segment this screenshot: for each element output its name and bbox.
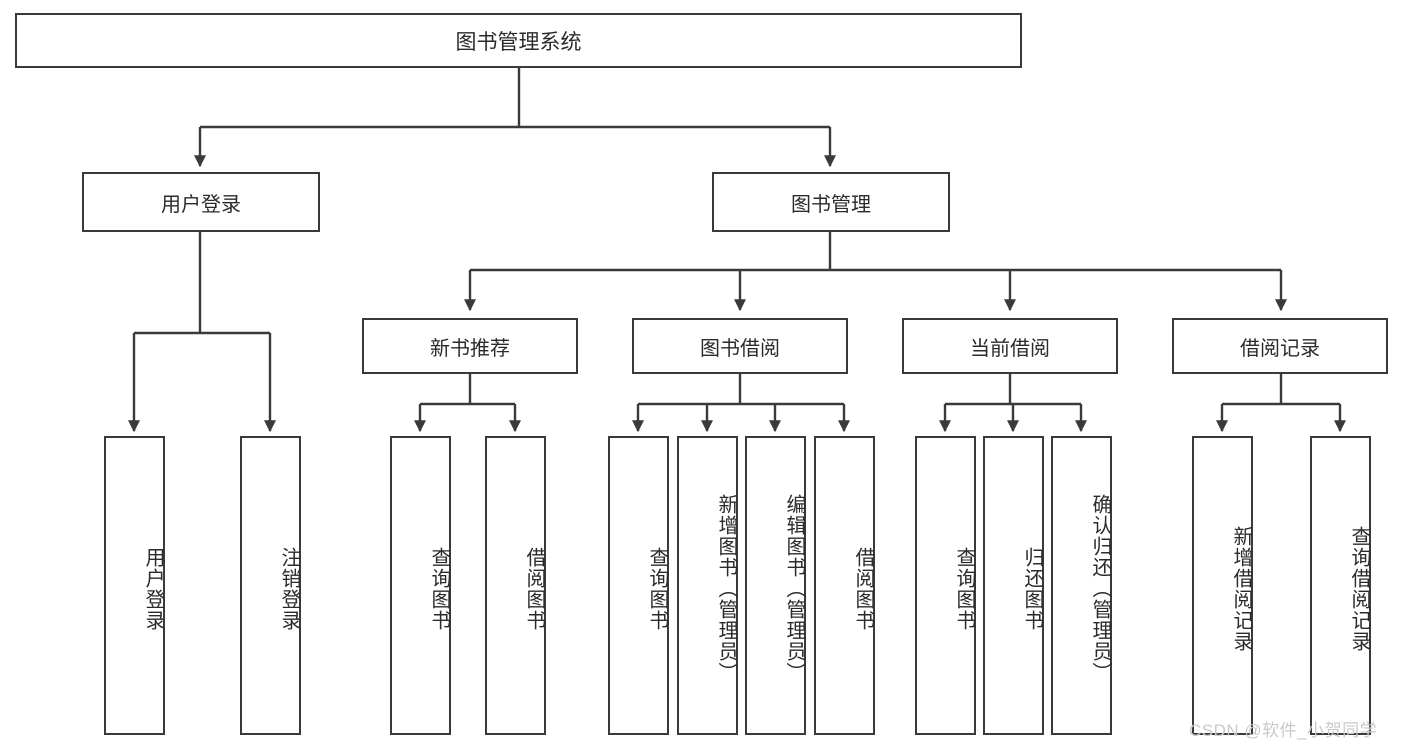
- node-root[interactable]: 图书管理系统: [15, 13, 1022, 68]
- leaf-borrow-query-book[interactable]: 查询图书: [608, 436, 669, 735]
- leaf-label: 借阅图书: [852, 546, 874, 631]
- leaf-label: 借阅图书: [523, 546, 545, 631]
- leaf-user-login-login[interactable]: 用户登录: [104, 436, 165, 735]
- leaf-borrow-borrow-book[interactable]: 借阅图书: [814, 436, 875, 735]
- node-current-borrow-label: 当前借阅: [970, 337, 1050, 360]
- leaf-label: 新增图书（管理员）: [715, 494, 737, 683]
- node-current-borrow[interactable]: 当前借阅: [902, 318, 1118, 374]
- leaf-label: 编辑图书（管理员）: [783, 494, 805, 683]
- node-borrow-record[interactable]: 借阅记录: [1172, 318, 1388, 374]
- leaf-current-confirm-return[interactable]: 确认归还（管理员）: [1051, 436, 1112, 735]
- node-new-book-recommend[interactable]: 新书推荐: [362, 318, 578, 374]
- leaf-label: 查询图书: [646, 546, 668, 631]
- leaf-new-book-query[interactable]: 查询图书: [390, 436, 451, 735]
- leaf-label: 归还图书: [1021, 546, 1043, 631]
- leaf-current-query-book[interactable]: 查询图书: [915, 436, 976, 735]
- node-book-borrow[interactable]: 图书借阅: [632, 318, 848, 374]
- node-book-management-label: 图书管理: [791, 193, 871, 216]
- leaf-borrow-edit-book[interactable]: 编辑图书（管理员）: [745, 436, 806, 735]
- node-book-management[interactable]: 图书管理: [712, 172, 950, 232]
- node-root-label: 图书管理系统: [455, 30, 582, 54]
- leaf-record-query[interactable]: 查询借阅记录: [1310, 436, 1371, 735]
- node-new-book-recommend-label: 新书推荐: [430, 337, 510, 360]
- node-user-login-label: 用户登录: [161, 193, 241, 216]
- node-book-borrow-label: 图书借阅: [700, 337, 780, 360]
- leaf-new-book-borrow[interactable]: 借阅图书: [485, 436, 546, 735]
- leaf-borrow-add-book[interactable]: 新增图书（管理员）: [677, 436, 738, 735]
- leaf-label: 新增借阅记录: [1230, 525, 1252, 652]
- node-borrow-record-label: 借阅记录: [1240, 337, 1320, 360]
- node-user-login[interactable]: 用户登录: [82, 172, 320, 232]
- csdn-watermark: CSDN @软件_小贺同学: [1189, 721, 1378, 740]
- leaf-label: 查询图书: [953, 546, 975, 631]
- leaf-record-add[interactable]: 新增借阅记录: [1192, 436, 1253, 735]
- leaf-user-login-logout[interactable]: 注销登录: [240, 436, 301, 735]
- leaf-label: 确认归还（管理员）: [1089, 494, 1111, 683]
- leaf-label: 用户登录: [142, 546, 164, 631]
- leaf-current-return-book[interactable]: 归还图书: [983, 436, 1044, 735]
- leaf-label: 注销登录: [278, 546, 300, 631]
- leaf-label: 查询借阅记录: [1348, 525, 1370, 652]
- leaf-label: 查询图书: [428, 546, 450, 631]
